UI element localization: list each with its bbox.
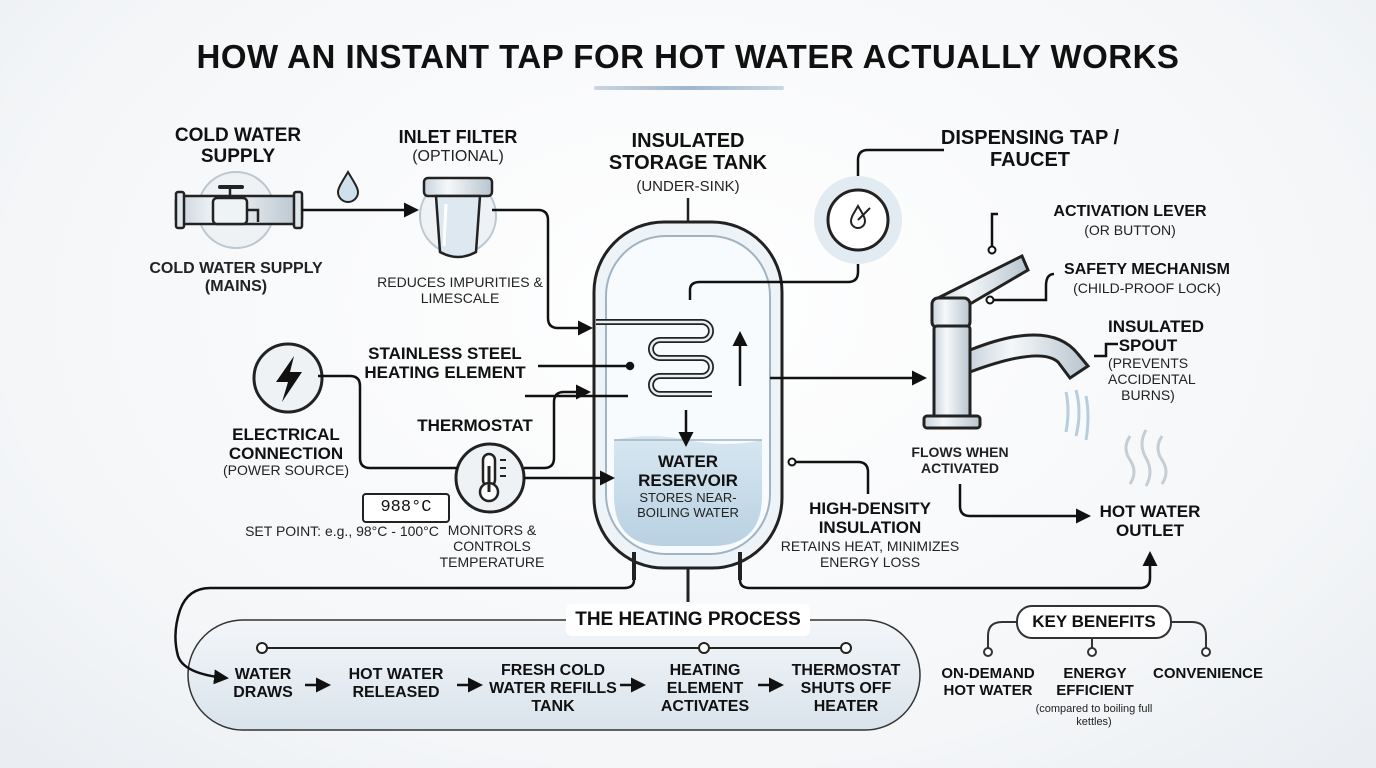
connectors [174, 148, 1158, 685]
insulation-caption: RETAINS HEAT, MINIMIZES ENERGY LOSS [780, 538, 960, 571]
water-reservoir-caption: STORES NEAR-BOILING WATER [637, 490, 739, 520]
process-step-1: WATER DRAWS [233, 666, 293, 701]
page-title: HOW AN INSTANT TAP FOR HOT WATER ACTUALL… [196, 38, 1180, 75]
storage-tank-sub: (UNDER-SINK) [636, 178, 740, 195]
activation-lever-sub: (OR BUTTON) [1084, 222, 1176, 238]
key-benefits-title: KEY BENEFITS [1016, 605, 1172, 639]
flow-caption: FLOWS WHEN ACTIVATED [911, 444, 1009, 477]
tap-gauge-icon [814, 176, 902, 264]
title-underline [594, 86, 784, 90]
temperature-display: 988°C [362, 493, 450, 523]
inlet-filter-sub: (OPTIONAL) [412, 148, 504, 165]
cold-water-supply-title: COLD WATER SUPPLY [174, 125, 302, 168]
connector-dots [787, 245, 997, 467]
thermostat-caption: MONITORS & CONTROLS TEMPERATURE [439, 522, 545, 571]
process-step-5: THERMOSTAT SHUTS OFF HEATER [791, 662, 901, 715]
inlet-filter-caption: REDUCES IMPURITIES & LIMESCALE [377, 274, 543, 307]
water-reservoir-title: WATER RESERVOIR [638, 452, 738, 491]
heating-element-title: STAINLESS STEEL HEATING ELEMENT [364, 344, 526, 383]
insulation-title: HIGH-DENSITY INSULATION [809, 499, 931, 538]
steam-icon [1124, 429, 1168, 487]
thermostat-icon [454, 442, 526, 514]
process-step-4: HEATING ELEMENT ACTIVATES [660, 662, 750, 715]
inlet-filter-icon [419, 176, 497, 259]
benefit-energy-efficient: ENERGY EFFICIENT [1056, 665, 1134, 699]
safety-mechanism-title: SAFETY MECHANISM [1064, 261, 1230, 278]
electrical-connection-sub: (POWER SOURCE) [223, 462, 349, 478]
heating-process-title: THE HEATING PROCESS [566, 604, 810, 636]
benefit-on-demand: ON-DEMAND HOT WATER [941, 665, 1035, 699]
safety-mechanism-sub: (CHILD-PROOF LOCK) [1073, 280, 1221, 296]
activation-lever-title: ACTIVATION LEVER [1053, 203, 1207, 220]
storage-tank-title: INSULATED STORAGE TANK [608, 130, 768, 175]
inlet-filter-title: INLET FILTER [398, 127, 518, 147]
dispensing-tap-title: DISPENSING TAP / FAUCET [940, 127, 1120, 172]
benefit-note: (compared to boiling full kettles) [1035, 703, 1153, 728]
cold-water-valve-icon [174, 171, 304, 249]
storage-tank [592, 198, 784, 602]
lightning-bolt-icon [252, 342, 324, 414]
water-stream [1064, 389, 1090, 441]
process-step-2: HOT WATER RELEASED [348, 666, 444, 701]
benefit-convenience: CONVENIENCE [1152, 665, 1264, 682]
water-drop-icon [336, 170, 360, 203]
insulated-spout-sub: (PREVENTS ACCIDENTAL BURNS) [1108, 355, 1196, 404]
process-step-3: FRESH COLD WATER REFILLS TANK [489, 662, 617, 715]
electrical-connection-title: ELECTRICAL CONNECTION [228, 425, 344, 464]
insulated-spout-title: INSULATED SPOUT [1108, 317, 1205, 356]
thermostat-title: THERMOSTAT [417, 416, 533, 435]
set-point-label: SET POINT: e.g., 98°C - 100°C [245, 523, 439, 539]
cold-water-supply-caption: COLD WATER SUPPLY (MAINS) [149, 260, 323, 296]
hot-water-outlet-title: HOT WATER OUTLET [1099, 502, 1201, 541]
faucet-icon [922, 253, 1091, 430]
